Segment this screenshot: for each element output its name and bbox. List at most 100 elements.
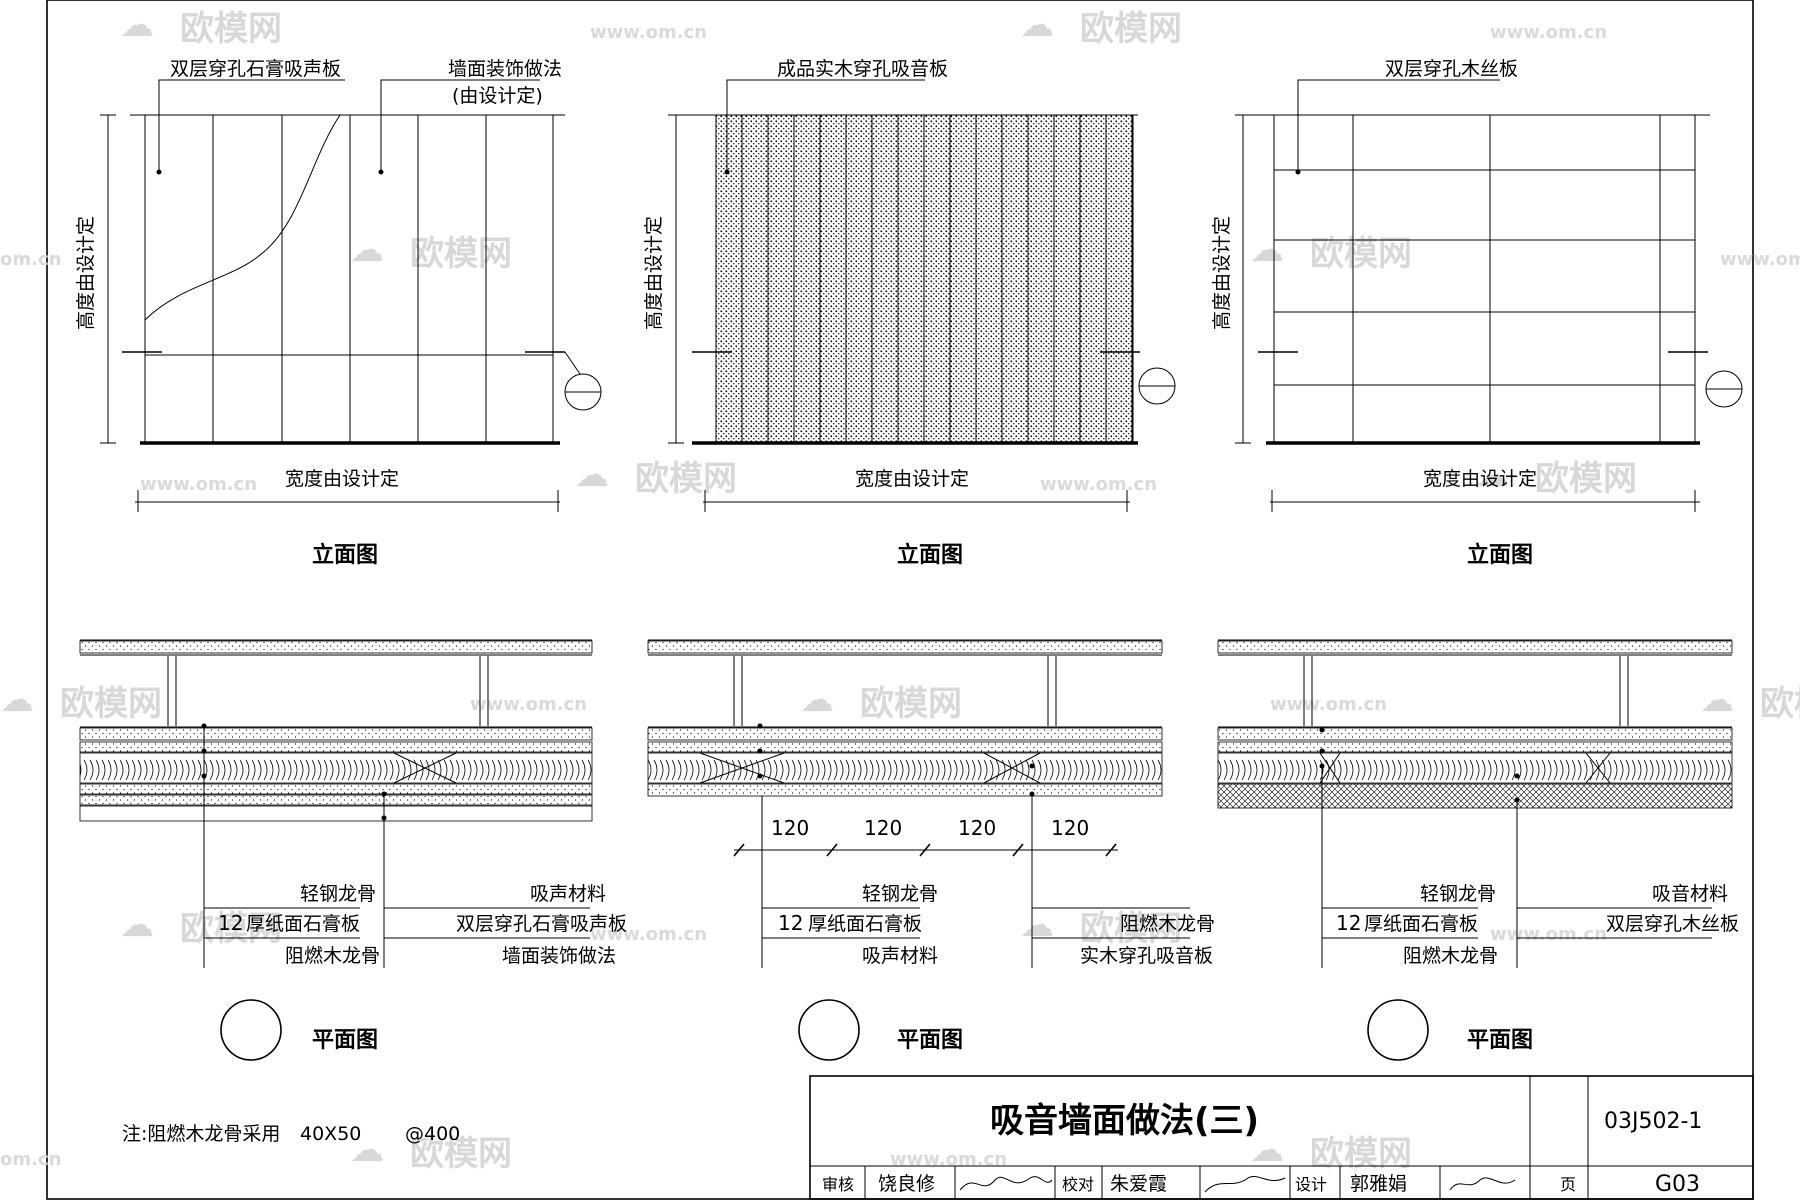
plan2-dim-4: 120 xyxy=(1051,816,1089,840)
note-spacing: @400 xyxy=(405,1123,460,1145)
plan3-right-label-2: 双层穿孔木丝板 xyxy=(1606,913,1739,935)
plan2-left-label-2: 厚纸面石膏板 xyxy=(808,912,922,935)
plan2-caption: 平面图 xyxy=(897,1028,963,1053)
title-block-title: 吸音墙面做法(三) xyxy=(990,1101,1259,1141)
elev2-caption: 立面图 xyxy=(897,542,963,568)
title-block-page: G03 xyxy=(1655,1172,1700,1197)
watermark-logo-icon: ☁ xyxy=(800,680,834,720)
plan2-right-label-1: 阻燃木龙骨 xyxy=(1120,913,1215,935)
title-block: 吸音墙面做法(三) 03J502-1 审核 饶良修 校对 朱爱霞 设计 郭雅娟 … xyxy=(809,1075,1754,1200)
watermark-brand: 欧模网 xyxy=(1080,909,1182,949)
watermark-logo-icon: ☁ xyxy=(120,905,154,945)
elevation-3: 高度由设计定 宽度由设计定 双层穿孔木丝板 立面图 xyxy=(1211,58,1743,568)
elev2-width-label: 宽度由设计定 xyxy=(855,468,969,490)
plan3-left-label-1: 轻钢龙骨 xyxy=(1420,883,1496,905)
watermark-brand: 欧模网 xyxy=(1310,234,1412,274)
watermark-url: www.om.cn xyxy=(470,694,587,715)
watermark-url: om.cn xyxy=(0,249,61,270)
plan1-right-label-3: 墙面装饰做法 xyxy=(502,945,616,967)
watermark-brand: 欧模网 xyxy=(180,9,282,49)
plan3-right-label-1: 吸音材料 xyxy=(1652,883,1728,905)
elev2-height-label: 高度由设计定 xyxy=(643,216,665,330)
watermark-brand: 欧模网 xyxy=(1310,1134,1412,1174)
watermark-logo-icon: ☁ xyxy=(350,230,384,270)
plan3-left-label-3: 阻燃木龙骨 xyxy=(1403,945,1498,967)
plan-3: 轻钢龙骨 12 厚纸面石膏板 阻燃木龙骨 吸音材料 双层穿孔木丝板 平面图 xyxy=(1217,639,1739,1061)
watermark-logo-icon: ☁ xyxy=(575,455,609,495)
plan3-caption: 平面图 xyxy=(1467,1028,1533,1053)
note: 注:阻燃木龙骨采用 40X50 @400 xyxy=(122,1123,460,1145)
title-block-reviewer: 饶良修 xyxy=(878,1173,935,1195)
plan2-left-label-3: 吸声材料 xyxy=(862,945,938,967)
watermark-url: www.om.cn xyxy=(140,474,257,495)
elev1-callout-finish: 墙面装饰做法 xyxy=(448,58,562,80)
watermark-logo-icon: ☁ xyxy=(350,1130,384,1170)
watermark-url: www.om.cn xyxy=(1720,249,1800,270)
elev1-caption: 立面图 xyxy=(312,542,378,568)
watermark-url: www.om.cn xyxy=(1270,694,1387,715)
watermark-logo-icon: ☁ xyxy=(1475,455,1509,495)
plan2-dim-1: 120 xyxy=(771,816,809,840)
plan1-detail-circle xyxy=(220,999,282,1061)
plan1-left-label-1: 轻钢龙骨 xyxy=(300,883,376,905)
plan2-right-label-2: 实木穿孔吸音板 xyxy=(1080,945,1213,967)
elev1-callout-panel: 双层穿孔石膏吸声板 xyxy=(170,57,341,80)
watermark-url: www.om.cn xyxy=(1490,22,1607,43)
watermark-logo-icon: ☁ xyxy=(120,5,154,45)
watermark-brand: 欧模网 xyxy=(410,1134,512,1174)
plan1-thickness: 12 xyxy=(218,911,243,935)
watermark-logo-icon: ☁ xyxy=(1700,680,1734,720)
watermark-brand: 欧模网 xyxy=(180,909,282,949)
plan2-dim-3: 120 xyxy=(958,816,996,840)
watermark-logo-icon: ☁ xyxy=(1250,230,1284,270)
elev3-height-label: 高度由设计定 xyxy=(1211,216,1233,330)
watermark-brand: 欧模网 xyxy=(1535,459,1637,499)
watermark-brand: 欧模网 xyxy=(60,684,162,724)
plan2-dim-2: 120 xyxy=(864,816,902,840)
plan-1: 轻钢龙骨 12 厚纸面石膏板 阻燃木龙骨 吸声材料 双层穿孔石膏吸声板 墙面装饰… xyxy=(79,639,627,1061)
watermark-brand: 欧模网 xyxy=(635,459,737,499)
watermark-logo-icon: ☁ xyxy=(1020,905,1054,945)
plan3-left-label-2: 厚纸面石膏板 xyxy=(1364,912,1478,935)
note-size: 40X50 xyxy=(300,1123,361,1145)
elev2-callout-panel: 成品实木穿孔吸音板 xyxy=(777,58,948,80)
watermark-brand: 欧模网 xyxy=(1080,9,1182,49)
title-block-review-label: 审核 xyxy=(822,1175,854,1194)
elevation-1: 高度由设计定 宽度由设计定 双层穿孔石膏吸声板 墙面装饰做法 (由设计定) 立面… xyxy=(75,57,602,568)
plan3-detail-circle xyxy=(1367,999,1429,1061)
title-block-atlas-code: 03J502-1 xyxy=(1604,1109,1702,1134)
elev3-caption: 立面图 xyxy=(1467,542,1533,568)
designer-signature-icon xyxy=(1449,1177,1516,1191)
watermark-url: www.om.cn xyxy=(1040,474,1157,495)
watermark-url: www.om.cn xyxy=(590,924,707,945)
reviewer-signature-icon xyxy=(959,1176,1053,1191)
elev3-callout-panel: 双层穿孔木丝板 xyxy=(1385,58,1518,80)
watermarks: 欧模网 ☁ 欧模网 ☁ 欧模网 ☁ 欧模网 ☁ 欧模网 ☁ 欧模网 ☁ 欧模网 ☁ 欧模网 ☁ 欧模网 ☁ 欧模网 ☁… xyxy=(0,5,1800,1174)
elev1-width-label: 宽度由设计定 xyxy=(285,468,399,490)
elevation-2: 高度由设计定 宽度由设计定 成品实木穿孔吸音板 立面图 xyxy=(643,58,1176,568)
plan1-left-label-2: 厚纸面石膏板 xyxy=(246,912,360,935)
watermark-url: www.om.cn xyxy=(1490,924,1607,945)
checker-signature-icon xyxy=(1204,1176,1286,1193)
elev1-callout-finish-note: (由设计定) xyxy=(452,85,543,107)
elev1-height-label: 高度由设计定 xyxy=(75,216,97,330)
plan2-detail-circle xyxy=(798,999,860,1061)
title-block-design-label: 设计 xyxy=(1295,1175,1327,1194)
watermark-logo-icon: ☁ xyxy=(1020,5,1054,45)
title-block-checker: 朱爱霞 xyxy=(1110,1173,1167,1195)
title-block-check-label: 校对 xyxy=(1062,1175,1094,1194)
watermark-url: om.cn xyxy=(0,1149,61,1170)
plan-2: 120 120 120 120 轻钢龙骨 12 厚纸面石膏板 吸声材料 阻燃木龙… xyxy=(647,639,1215,1061)
title-block-designer: 郭雅娟 xyxy=(1350,1173,1407,1195)
plan1-caption: 平面图 xyxy=(312,1028,378,1053)
note-prefix: 注:阻燃木龙骨采用 xyxy=(122,1123,280,1145)
plan1-right-label-1: 吸声材料 xyxy=(530,883,606,905)
title-block-page-label: 页 xyxy=(1560,1175,1576,1194)
watermark-url: www.om.cn xyxy=(590,22,707,43)
watermark-brand: 欧模网 xyxy=(410,234,512,274)
watermark-logo-icon: ☁ xyxy=(1250,1130,1284,1170)
watermark-logo-icon: ☁ xyxy=(0,680,34,720)
watermark-brand: 欧模网 xyxy=(1760,684,1800,724)
elev3-width-label: 宽度由设计定 xyxy=(1423,468,1537,490)
